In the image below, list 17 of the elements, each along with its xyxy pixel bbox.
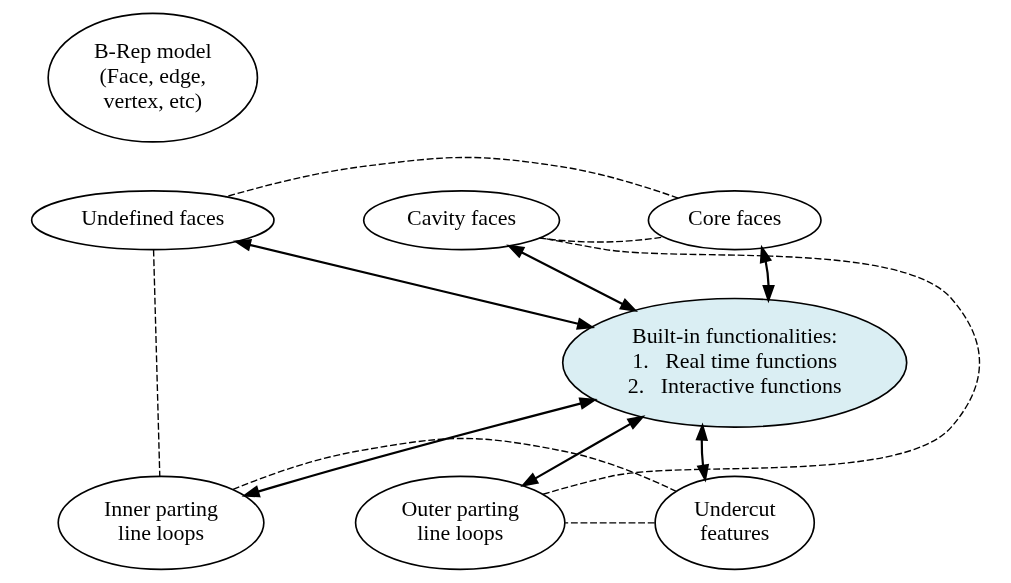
arrow [232,238,596,330]
connector [539,236,981,495]
node-ellipse: Inner parting line loops [57,475,265,571]
arrow [520,415,646,488]
connector [152,249,161,477]
node-ellipse: Cavity faces [362,190,561,251]
arrow [759,244,775,304]
connector [564,522,656,524]
connector [224,156,679,199]
node-ellipse: Core faces [647,190,822,251]
node-ellipse: Outer parting line loops [354,475,566,571]
arrow [506,244,639,312]
node-ellipse: Undercut features [654,475,816,571]
arrow [241,397,598,498]
arrow [695,422,710,483]
connector [232,437,677,492]
node-ellipse: B-Rep model (Face, edge, vertex, etc) [47,12,259,143]
